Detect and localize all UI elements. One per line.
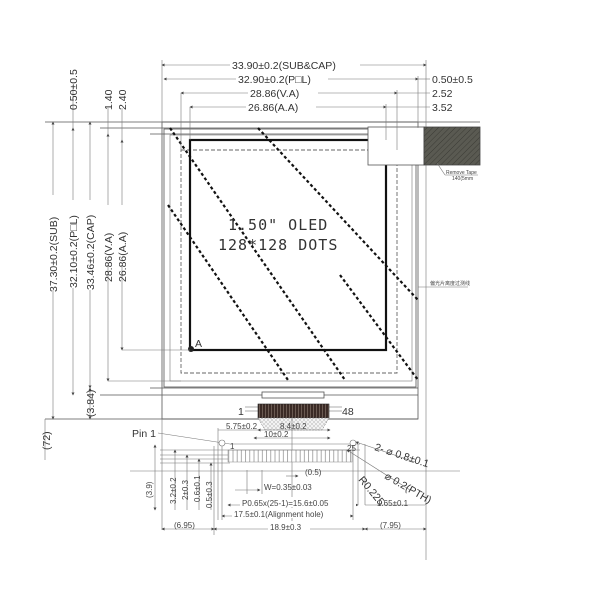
svg-text:10±0.2: 10±0.2 (264, 430, 289, 439)
fpc-pad-area: 1 25 (130, 439, 460, 505)
fpc-connector: 1 48 (238, 391, 354, 431)
svg-text:(7.95): (7.95) (380, 521, 401, 530)
svg-text:1: 1 (230, 442, 235, 451)
svg-text:P0.65x(25-1)=15.6±0.05: P0.65x(25-1)=15.6±0.05 (242, 499, 329, 508)
svg-text:(72): (72) (41, 431, 53, 450)
remove-tape: Remove Tape 140(5mm (367, 126, 481, 182)
svg-text:2- ⌀ 0.8±0.1: 2- ⌀ 0.8±0.1 (373, 441, 431, 470)
svg-text:18.9±0.3: 18.9±0.3 (270, 523, 302, 532)
fpc-bottom-dimensions: (0.5) W=0.35±0.03 P0.65x(25-1)=15.6±0.05… (161, 446, 427, 535)
svg-text:5.75±0.2: 5.75±0.2 (226, 422, 258, 431)
svg-text:37.30±0.2(SUB): 37.30±0.2(SUB) (48, 217, 60, 292)
protective-film-lines (167, 127, 419, 381)
svg-text:32.90±0.2(P□L): 32.90±0.2(P□L) (238, 74, 311, 86)
polarizer-note: 偏光片离度过测线 (418, 280, 470, 288)
left-dimensions: 0.50±0.5 1.40 2.40 37.30±0.2(SUB) 32.10±… (41, 69, 190, 460)
origin-marker-dot (188, 346, 194, 352)
svg-text:0.50±0.5: 0.50±0.5 (432, 74, 473, 86)
svg-text:(6.95): (6.95) (174, 521, 195, 530)
svg-text:33.90±0.2(SUB&CAP): 33.90±0.2(SUB&CAP) (232, 60, 336, 72)
svg-text:2.52: 2.52 (432, 88, 453, 100)
svg-text:Remove Tape: Remove Tape (446, 170, 477, 176)
svg-text:1.65±0.1: 1.65±0.1 (377, 499, 409, 508)
svg-text:28.86(V.A): 28.86(V.A) (250, 88, 299, 100)
svg-text:8.4±0.2: 8.4±0.2 (280, 422, 307, 431)
top-dimensions: 33.90±0.2(SUB&CAP) 32.90±0.2(P□L) 0.50±0… (161, 59, 473, 150)
origin-marker-label: A (195, 338, 202, 350)
display-title-line2: 128*128 DOTS (218, 236, 338, 254)
fpc-top-dimensions: 5.75±0.2 8.4±0.2 10±0.2 (217, 418, 331, 530)
pin1-label: Pin 1 (132, 428, 156, 440)
svg-text:48: 48 (342, 406, 354, 418)
svg-text:(3.84): (3.84) (85, 390, 97, 417)
svg-text:(3.9): (3.9) (145, 481, 154, 498)
svg-text:17.5±0.1(Alignment hole): 17.5±0.1(Alignment hole) (234, 510, 324, 519)
fpc-right-callouts: 2- ⌀ 0.8±0.1 ⌀ 0.2(PTH) R0.225 (346, 441, 433, 508)
svg-text:25: 25 (347, 444, 356, 453)
svg-text:W=0.35±0.03: W=0.35±0.03 (264, 483, 312, 492)
svg-text:33.46±0.2(CAP): 33.46±0.2(CAP) (85, 215, 97, 290)
svg-text:(0.5): (0.5) (305, 468, 322, 477)
svg-text:1: 1 (238, 406, 244, 418)
svg-text:28.86(V.A): 28.86(V.A) (103, 233, 115, 282)
pin1-callout: Pin 1 (132, 428, 360, 445)
fpc-left-dimensions: (3.9) 3.2±0.2 2±0.3 0.6±0.1 0.5±0.3 (145, 444, 214, 511)
svg-text:2±0.3: 2±0.3 (181, 479, 190, 500)
svg-text:32.10±0.2(P□L): 32.10±0.2(P□L) (68, 215, 80, 288)
svg-text:2.40: 2.40 (117, 89, 129, 110)
svg-text:3.2±0.2: 3.2±0.2 (169, 477, 178, 504)
svg-text:140(5mm: 140(5mm (452, 176, 473, 182)
svg-text:3.52: 3.52 (432, 102, 453, 114)
svg-text:0.6±0.1: 0.6±0.1 (193, 475, 202, 502)
svg-text:26.86(A.A): 26.86(A.A) (248, 102, 298, 114)
svg-text:1.40: 1.40 (103, 89, 115, 110)
svg-text:0.5±0.3: 0.5±0.3 (205, 481, 214, 508)
svg-text:0.50±0.5: 0.50±0.5 (68, 69, 80, 110)
display-title-line1: 1.50" OLED (228, 216, 328, 234)
svg-text:26.86(A.A): 26.86(A.A) (117, 232, 129, 282)
svg-text:偏光片离度过测线: 偏光片离度过测线 (430, 280, 470, 287)
